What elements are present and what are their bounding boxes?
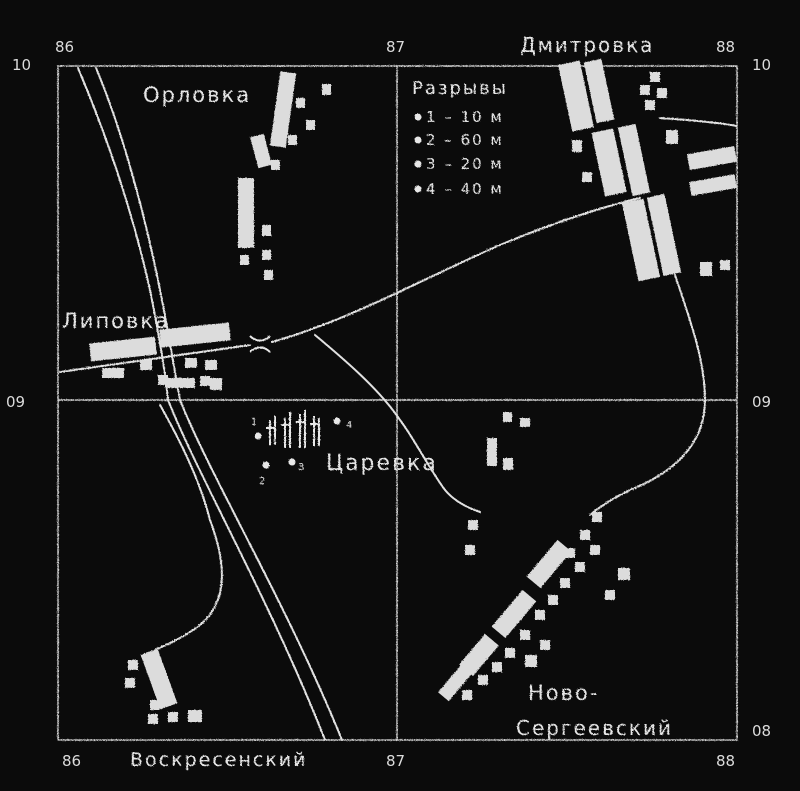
burst-icon-4 — [333, 417, 341, 425]
grid-num-top-86: 86 — [55, 38, 74, 56]
burst-icons — [254, 417, 341, 469]
settlements — [89, 58, 738, 724]
burst-icon-1 — [254, 432, 262, 440]
grid-num-right-09: 09 — [752, 393, 771, 411]
grid-num-bottom-88: 88 — [716, 752, 735, 770]
legend-dot-3 — [414, 160, 422, 168]
burst-marks: 1 2 3 4 — [251, 410, 352, 487]
legend-item-1: 1 – 10 м — [426, 108, 504, 126]
label-sergeevsky: Сергеевский — [516, 716, 673, 740]
lipovka-buildings — [89, 322, 231, 390]
road-branch-sw — [154, 404, 223, 651]
legend-item-4: 4 – 40 м — [426, 180, 504, 198]
grid-num-bottom-86: 86 — [62, 752, 81, 770]
grid-numbers: 86 87 88 10 09 10 09 08 86 87 88 — [6, 38, 771, 770]
explosion-icons — [266, 410, 320, 448]
grid-num-right-08: 08 — [752, 722, 771, 740]
road-tsarevka — [314, 334, 481, 513]
road-west-edge-2 — [95, 67, 343, 741]
label-novo: Ново- — [528, 681, 599, 705]
grid-num-bottom-87: 87 — [386, 752, 405, 770]
bridge-icon — [249, 335, 271, 353]
burst-icon-3 — [288, 458, 296, 466]
burst-number-2: 2 — [259, 476, 265, 487]
grid-num-top-87: 87 — [386, 38, 405, 56]
novo-sergeevsky-buildings — [438, 512, 630, 702]
label-dmitrovka: Дмитровка — [520, 33, 654, 57]
burst-icon-2 — [262, 461, 270, 469]
legend-item-2: 2 – 60 м — [426, 131, 504, 149]
grid-num-right-10: 10 — [752, 56, 771, 74]
label-lipovka: Липовка — [62, 309, 170, 333]
road-lipovka-dmitrovka — [59, 197, 641, 373]
grid-num-left-10: 10 — [12, 56, 31, 74]
road-east — [659, 117, 738, 127]
dmitrovka-buildings — [558, 58, 738, 282]
legend: Разрывы 1 – 10 м 2 – 60 м 3 – 20 м 4 – 4… — [412, 78, 508, 198]
burst-number-1: 1 — [251, 417, 257, 428]
grid-num-left-09: 09 — [6, 393, 25, 411]
burst-number-3: 3 — [298, 462, 304, 473]
legend-item-3: 3 – 20 м — [426, 155, 504, 173]
legend-dot-2 — [414, 136, 422, 144]
legend-title: Разрывы — [412, 78, 508, 99]
label-voskresensky: Воскресенский — [130, 749, 308, 771]
orlovka-buildings — [238, 71, 331, 280]
road-south-east — [589, 274, 707, 516]
label-orlovka: Орловка — [143, 83, 251, 107]
tsarevka-buildings — [465, 412, 530, 555]
grid — [57, 65, 738, 741]
grid-num-top-88: 88 — [716, 38, 735, 56]
burst-number-4: 4 — [346, 420, 352, 431]
voskresensky-buildings — [125, 648, 202, 724]
legend-dot-4 — [414, 185, 422, 193]
place-names: Орловка Дмитровка Липовка Царевка Ново- … — [62, 33, 673, 771]
legend-dot-1 — [414, 113, 422, 121]
label-tsarevka: Царевка — [326, 451, 438, 476]
